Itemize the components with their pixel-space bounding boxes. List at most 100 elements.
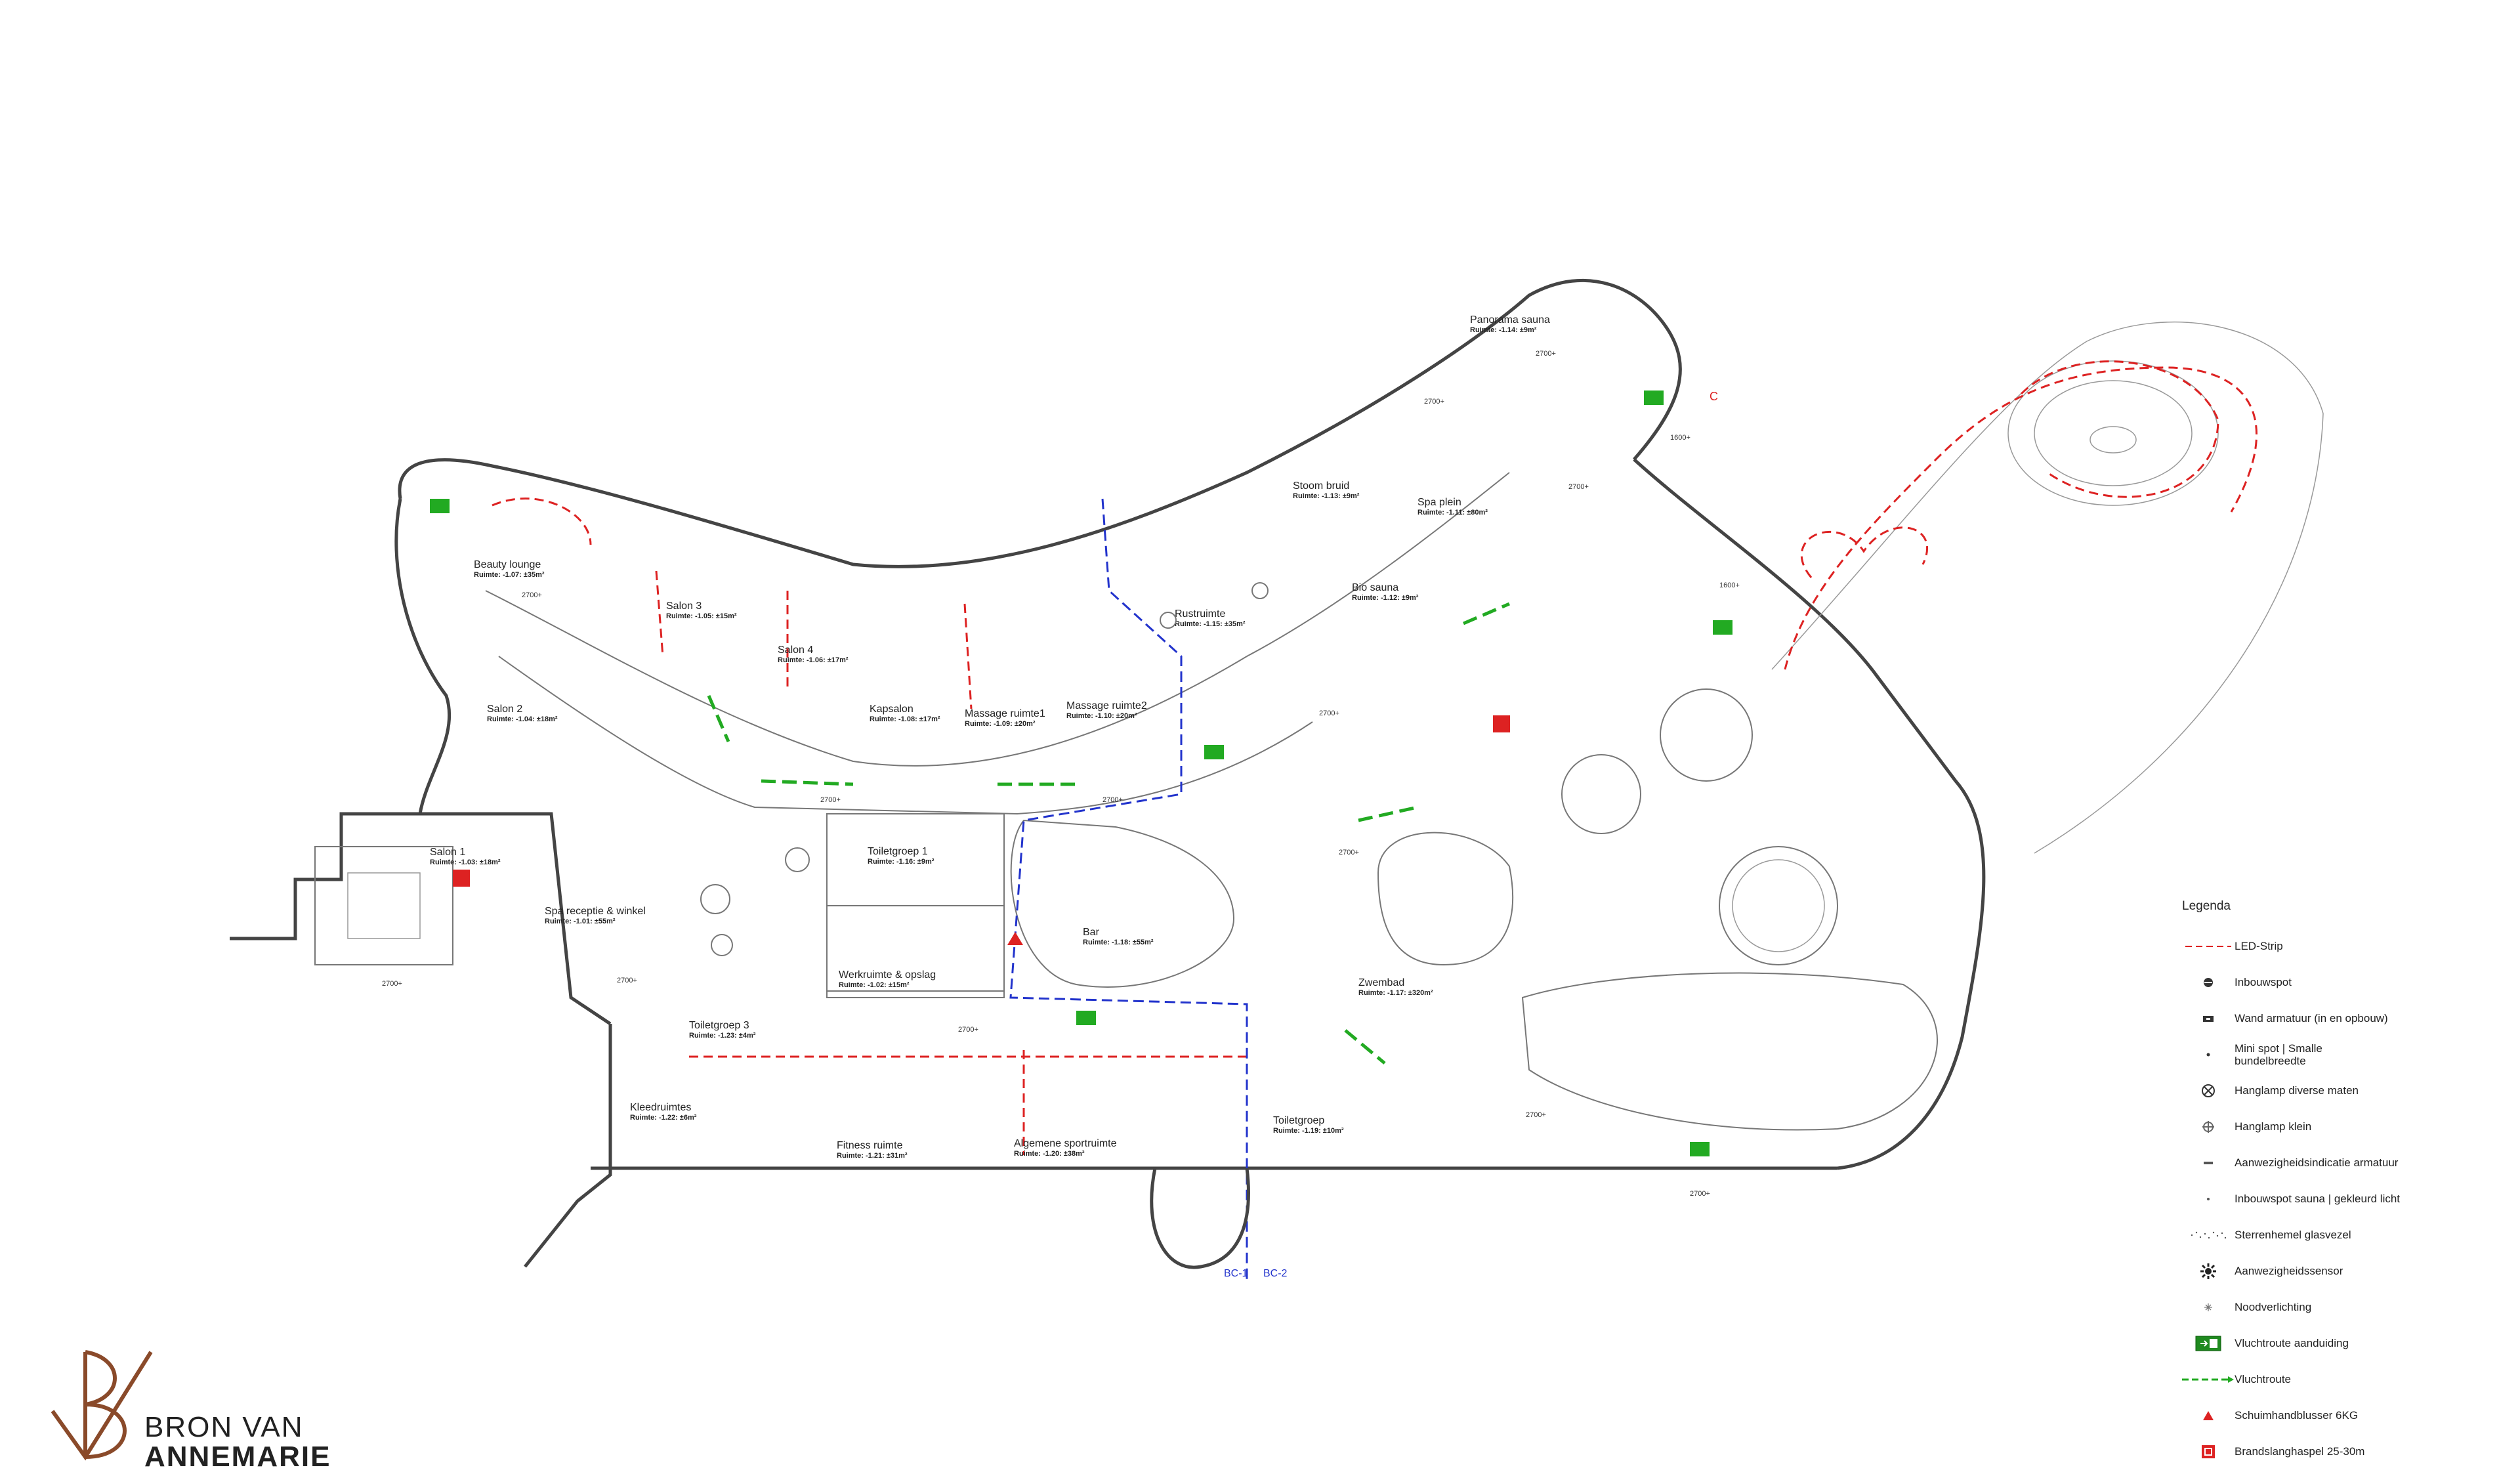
legend-item: Vluchtroute [2182, 1361, 2484, 1397]
room-code-spa-plein: Ruimte: -1.11: ±80m² [1418, 509, 1488, 517]
room-name-kapsalon: Kapsalon [870, 704, 914, 715]
height-label: 2700+ [1339, 849, 1359, 856]
room-name-stoom-bruid: Stoom bruid [1293, 480, 1349, 492]
height-label: 2700+ [617, 977, 637, 984]
legend-item: Hanglamp klein [2182, 1108, 2484, 1145]
legend-label: Vluchtroute aanduiding [2235, 1337, 2349, 1349]
legend-item: Sterrenhemel glasvezel [2182, 1217, 2484, 1253]
room-code-fitness: Ruimte: -1.21: ±31m² [837, 1152, 908, 1160]
height-label: 2700+ [1536, 350, 1556, 358]
legend-item: Noodverlichting [2182, 1289, 2484, 1325]
sauna-spot-icon [2182, 1189, 2235, 1209]
legend-label: Schuimhandblusser 6KG [2235, 1409, 2359, 1422]
led-strip-pool [2020, 360, 2219, 498]
escape-route-icon [2182, 1370, 2235, 1389]
fire-extinguisher-icon [2182, 1406, 2235, 1425]
legend-item: Mini spot | Smalle bundelbreedte [2182, 1036, 2484, 1072]
presence-sensor-icon [2182, 1261, 2235, 1281]
height-label: 2700+ [820, 796, 841, 804]
height-label: 2700+ [1319, 709, 1339, 717]
room-name-toiletgroep-3: Toiletgroep 3 [689, 1020, 749, 1031]
exit-sign-icon [1644, 391, 1664, 405]
small-pendant-icon [2182, 1117, 2235, 1137]
logo-mark-icon [51, 1350, 153, 1461]
height-label: 2700+ [1568, 483, 1589, 491]
height-label: 2700+ [1690, 1190, 1710, 1198]
legend-label: Sterrenhemel glasvezel [2235, 1229, 2351, 1241]
spa-entrance-wall [230, 812, 612, 1026]
pendant-lamp-icon [2182, 1081, 2235, 1101]
logo-text-line2: ANNEMARIE [144, 1441, 331, 1473]
height-label: 2700+ [1526, 1111, 1546, 1119]
room-code-bio-sauna: Ruimte: -1.12: ±9m² [1352, 594, 1419, 602]
room-name-massage-1: Massage ruimte1 [965, 708, 1045, 719]
legend: Legenda LED-Strip Inbouwspot Wand armatu… [2182, 899, 2484, 1469]
outer-wall-west [394, 498, 452, 814]
room-name-zwembad: Zwembad [1358, 977, 1404, 988]
round-pool [1719, 846, 1838, 965]
room-code-bar: Ruimte: -1.18: ±55m² [1083, 939, 1154, 946]
company-logo: BRON VAN ANNEMARIE [46, 1339, 329, 1473]
legend-item: Schuimhandblusser 6KG [2182, 1397, 2484, 1433]
legend-item: Brandslanghaspel 25-30m [2182, 1433, 2484, 1469]
legend-label: Inbouwspot sauna | gekleurd licht [2235, 1193, 2401, 1205]
outdoor-pool-path [1771, 321, 2324, 854]
lazy-river [1521, 972, 1938, 1131]
legend-item: Aanwezigheidsindicatie armatuur [2182, 1145, 2484, 1181]
legend-label: Wand armatuur (in en opbouw) [2235, 1012, 2388, 1024]
room-name-panorama-sauna: Panorama sauna [1470, 314, 1550, 326]
pool-outline [1377, 832, 1514, 966]
room-name-salon-2: Salon 2 [487, 704, 522, 715]
height-label: 2700+ [958, 1026, 978, 1034]
room-name-bio-sauna: Bio sauna [1352, 582, 1398, 593]
height-label-1600: 1600+ [1719, 581, 1740, 589]
pendant-lamp-icon [1160, 612, 1177, 629]
room-name-werkruimte: Werkruimte & opslag [839, 969, 936, 981]
legend-label: Mini spot | Smalle bundelbreedte [2235, 1042, 2322, 1067]
starry-sky-icon [2182, 1225, 2235, 1245]
outer-wall-east [1633, 458, 1986, 1170]
south-bay [1150, 1168, 1250, 1269]
room-name-toiletgroep-1: Toiletgroep 1 [868, 846, 928, 857]
legend-item: Wand armatuur (in en opbouw) [2182, 1000, 2484, 1036]
room-name-massage-2: Massage ruimte2 [1066, 700, 1147, 711]
exit-sign-icon [1690, 1142, 1710, 1156]
room-code-massage-2: Ruimte: -1.10: ±20m² [1066, 712, 1137, 720]
recessed-spot-icon [2182, 973, 2235, 992]
pendant-lamp-icon [1251, 582, 1269, 599]
legend-item: Vluchtroute aanduiding [2182, 1325, 2484, 1361]
emergency-light-icon [2182, 1298, 2235, 1317]
led-strip-outdoor [1784, 366, 2258, 670]
height-label: 2700+ [382, 980, 402, 988]
escape-route-4 [1463, 602, 1510, 625]
outer-wall-north [398, 278, 1682, 568]
legend-item: Aanwezigheidssensor [2182, 1253, 2484, 1289]
escape-route-5 [707, 695, 730, 742]
round-shower [1561, 754, 1641, 834]
height-label: 2700+ [522, 591, 542, 599]
presence-indicator-icon [2182, 1153, 2235, 1173]
escape-route-1 [761, 779, 854, 786]
pendant-lamp-icon [785, 847, 810, 872]
stair-tower [314, 846, 453, 965]
salon-inner-arc [485, 472, 1510, 767]
section-marker-bc2: BC-2 [1263, 1268, 1288, 1279]
room-code-salon-2: Ruimte: -1.04: ±18m² [487, 715, 558, 723]
room-code-toiletgroep-3: Ruimte: -1.23: ±4m² [689, 1032, 756, 1040]
legend-label: Aanwezigheidssensor [2235, 1265, 2343, 1277]
exit-sign-icon [430, 499, 450, 513]
legend-item: Inbouwspot [2182, 964, 2484, 1000]
room-name-algemene-sportruimte: Algemene sportruimte [1014, 1138, 1117, 1149]
legend-label: Brandslanghaspel 25-30m [2235, 1445, 2365, 1458]
legend-label: Inbouwspot [2235, 976, 2292, 988]
room-code-stoom-bruid: Ruimte: -1.13: ±9m² [1293, 492, 1360, 500]
outdoor-fountain [2090, 426, 2137, 454]
whirlpool [1660, 688, 1753, 782]
room-code-panorama-sauna: Ruimte: -1.14: ±9m² [1470, 326, 1537, 334]
round-pool-inner [1732, 859, 1825, 952]
room-name-salon-4: Salon 4 [778, 644, 813, 656]
room-code-toiletgroep-1: Ruimte: -1.16: ±9m² [868, 858, 934, 866]
room-name-spa-plein: Spa plein [1418, 497, 1461, 508]
room-name-rustruimte: Rustruimte [1175, 608, 1225, 620]
escape-route-6 [1344, 1029, 1386, 1065]
